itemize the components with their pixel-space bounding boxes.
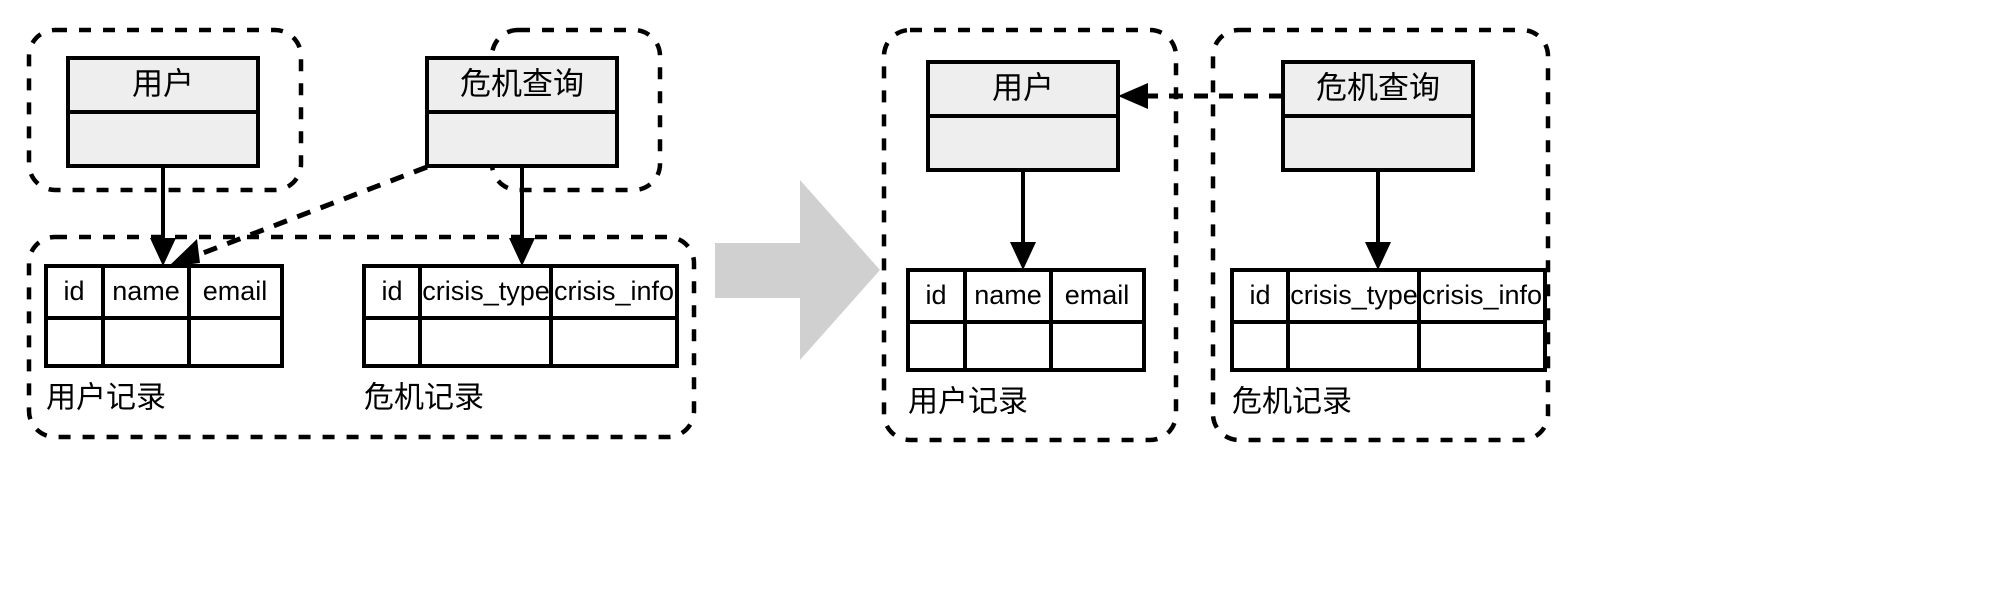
user-class-to-user-record-arrow [150, 166, 176, 266]
crisis-record-after-caption: 危机记录 [1232, 385, 1352, 420]
user-class-to-user-record-arrowhead [150, 238, 176, 266]
crisis-query-to-user-record-dependency-arrow [168, 164, 428, 267]
user-record-after-col-name: name [974, 280, 1042, 310]
records-package-outline [26, 234, 697, 440]
user-record-col-email: email [203, 276, 268, 306]
user-module-package-outline [881, 27, 1179, 443]
crisis-record-table[interactable]: id crisis_type crisis_info 危机记录 [362, 264, 679, 416]
crisis-query-to-crisis-record-arrow-after [1365, 170, 1391, 270]
user-class-to-user-record-arrowhead-after [1010, 242, 1036, 270]
user-record-after-caption: 用户记录 [908, 385, 1028, 420]
user-record-col-id: id [63, 276, 84, 306]
user-record-table[interactable]: id name email 用户记录 [44, 264, 284, 416]
user-record-after-col-email: email [1065, 280, 1130, 310]
crisis-query-to-user-class-dependency-arrow [1118, 83, 1283, 109]
user-class-package-outline [26, 27, 304, 193]
crisis-query-to-crisis-record-arrowhead [509, 238, 535, 266]
crisis-query-to-crisis-record-arrowhead-after [1365, 242, 1391, 270]
before-panel: 用户 危机查询 id name email 用户记录 [26, 27, 697, 440]
user-record-table-after[interactable]: id name email 用户记录 [906, 268, 1146, 420]
crisis-record-col-crisis-type: crisis_type [422, 276, 550, 306]
crisis-query-class-box[interactable]: 危机查询 [425, 56, 619, 168]
crisis-module-package-outline [1210, 27, 1551, 443]
crisis-query-to-user-record-dependency-line [189, 164, 428, 261]
after-panel: 用户 id name email 用户记录 危机查询 [881, 27, 1551, 443]
crisis-query-to-crisis-record-arrow [509, 166, 535, 266]
crisis-query-class-box-after[interactable]: 危机查询 [1281, 60, 1475, 172]
crisis-record-col-id: id [381, 276, 402, 306]
crisis-query-class-title: 危机查询 [460, 67, 584, 103]
crisis-query-to-user-record-dependency-arrowhead [168, 239, 200, 267]
user-class-box-after[interactable]: 用户 [926, 60, 1120, 172]
crisis-record-after-col-crisis-info: crisis_info [1422, 280, 1542, 310]
crisis-query-class-after-title: 危机查询 [1316, 71, 1440, 107]
crisis-record-col-crisis-info: crisis_info [554, 276, 674, 306]
crisis-record-after-col-id: id [1249, 280, 1270, 310]
crisis-query-to-user-class-dependency-arrowhead [1118, 83, 1148, 109]
user-class-to-user-record-arrow-after [1010, 170, 1036, 270]
user-record-caption: 用户记录 [46, 381, 166, 416]
crisis-record-after-col-crisis-type: crisis_type [1290, 280, 1418, 310]
crisis-record-table-after[interactable]: id crisis_type crisis_info 危机记录 [1230, 268, 1547, 420]
user-class-box[interactable]: 用户 [66, 56, 260, 168]
transition-arrow [715, 180, 880, 360]
user-record-col-name: name [112, 276, 180, 306]
user-class-after-title: 用户 [992, 71, 1054, 107]
user-class-title: 用户 [132, 67, 194, 103]
crisis-record-caption: 危机记录 [364, 381, 484, 416]
user-record-after-col-id: id [925, 280, 946, 310]
